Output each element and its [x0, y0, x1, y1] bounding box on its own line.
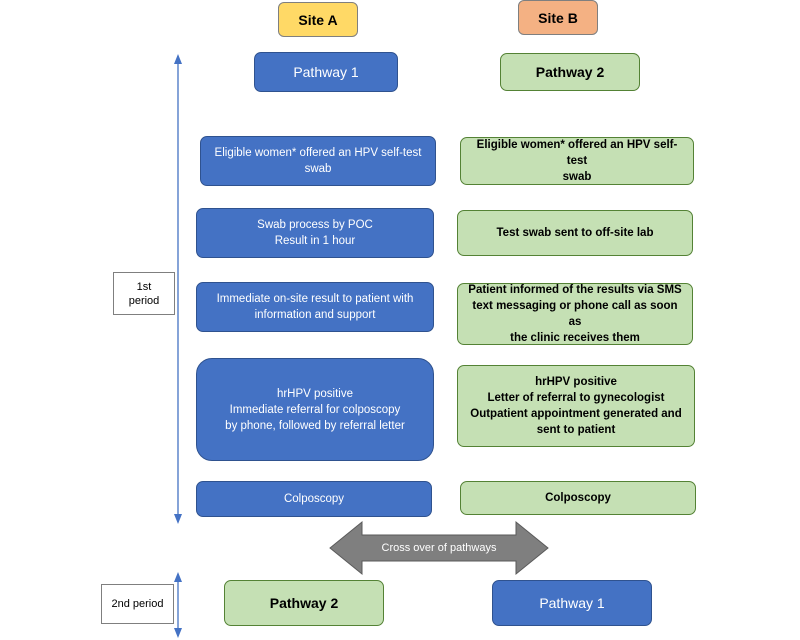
crossover-label: Cross over of pathways: [381, 542, 497, 554]
site-b-step-offer-swab: Eligible women* offered an HPV self-test…: [460, 137, 694, 185]
first-period-axis-arrow: [174, 54, 182, 524]
crossover-arrow-shape: [329, 520, 549, 576]
site-b-step-sms-result: Patient informed of the results via SMS …: [457, 283, 693, 345]
site-a-step-offer-swab: Eligible women* offered an HPV self-test…: [200, 136, 436, 186]
second-period-axis-arrow: [174, 572, 182, 638]
site-a-step-hrhpv-positive: hrHPV positive Immediate referral for co…: [196, 358, 434, 461]
site-a-pathway-2-footer: Pathway 2: [224, 580, 384, 626]
site-a-step-onsite-result: Immediate on-site result to patient with…: [196, 282, 434, 332]
site-a-step-colposcopy: Colposcopy: [196, 481, 432, 517]
site-b-step-offsite-lab: Test swab sent to off-site lab: [457, 210, 693, 256]
site-b-pathway-1-footer: Pathway 1: [492, 580, 652, 626]
site-b-pathway-2-header: Pathway 2: [500, 53, 640, 91]
site-b-header: Site B: [518, 0, 598, 35]
first-period-label: 1st period: [113, 272, 175, 315]
second-period-label: 2nd period: [101, 584, 174, 624]
site-b-step-colposcopy: Colposcopy: [460, 481, 696, 515]
site-a-step-poc-process: Swab process by POC Result in 1 hour: [196, 208, 434, 258]
site-a-pathway-1-header: Pathway 1: [254, 52, 398, 92]
site-a-header: Site A: [278, 2, 358, 37]
site-b-step-hrhpv-positive: hrHPV positive Letter of referral to gyn…: [457, 365, 695, 447]
